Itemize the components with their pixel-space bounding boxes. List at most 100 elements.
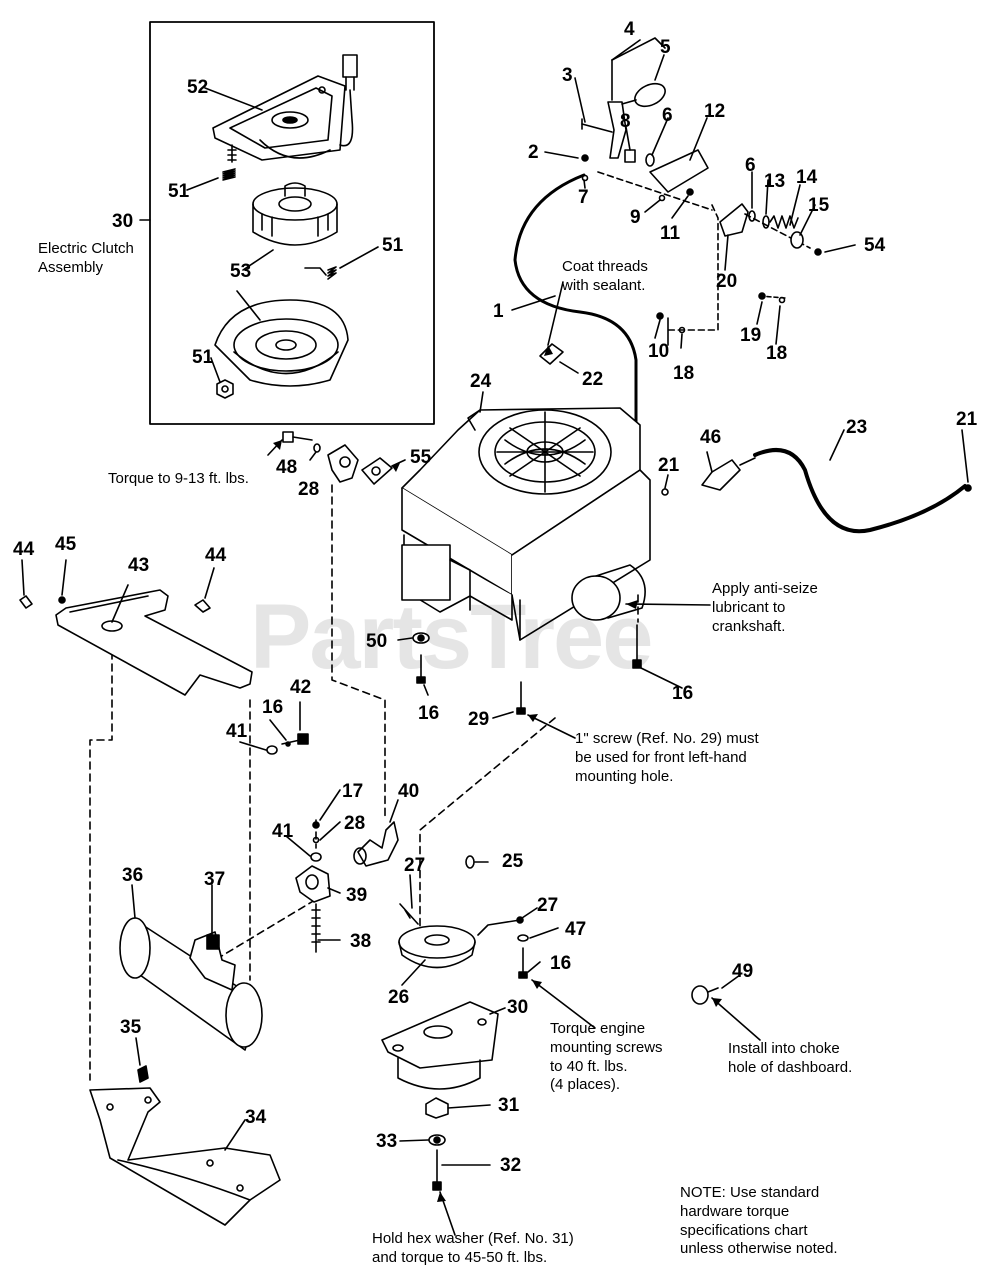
part-label-53: 53 <box>230 261 252 282</box>
part-label-44-right: 44 <box>205 545 227 566</box>
part-label-41-lower: 41 <box>272 821 294 842</box>
part-label-22: 22 <box>582 369 604 390</box>
arrow-heads <box>273 345 722 1202</box>
note-anti-seize: Apply anti-seize lubricant to crankshaft… <box>712 580 818 635</box>
fuel-line-drawing <box>661 448 972 540</box>
part-label-1: 1 <box>493 301 504 322</box>
part-label-33: 33 <box>376 1131 398 1152</box>
part-label-21-right: 21 <box>956 409 978 430</box>
note-torque-engine: Torque engine mounting screws to 40 ft. … <box>550 1020 663 1094</box>
part-label-15: 15 <box>808 195 830 216</box>
part-label-16-shield: 16 <box>262 697 284 718</box>
part-label-6-right: 6 <box>745 155 756 176</box>
heat-shield-drawing <box>19 589 253 696</box>
part-label-7: 7 <box>578 187 589 208</box>
part-label-16-engine-left: 16 <box>418 703 440 724</box>
part-label-4: 4 <box>624 19 635 40</box>
clutch-bracket-spring-drawing <box>304 266 337 280</box>
choke-plug-drawing <box>691 985 719 1005</box>
part-label-28-lower: 28 <box>344 813 366 834</box>
part-label-32: 32 <box>500 1155 522 1176</box>
part-label-36: 36 <box>122 865 144 886</box>
part-label-18-left: 18 <box>673 363 695 384</box>
part-label-27-right: 27 <box>537 895 559 916</box>
part-label-54: 54 <box>864 235 886 256</box>
part-label-29: 29 <box>468 709 490 730</box>
clutch-rotor-drawing <box>252 182 338 246</box>
part-label-50: 50 <box>366 631 388 652</box>
part-label-18-right: 18 <box>766 343 788 364</box>
engine-drawing <box>401 407 651 641</box>
note-coat-threads: Coat threads with sealant. <box>562 258 648 294</box>
part-label-6-upper: 6 <box>662 105 673 126</box>
part-label-2: 2 <box>528 142 539 163</box>
part-label-44-left: 44 <box>13 539 35 560</box>
watermark: PartsTree <box>250 586 653 688</box>
part-label-40: 40 <box>398 781 420 802</box>
manifold-parts-drawing <box>282 431 393 485</box>
part-label-51-bottom: 51 <box>192 347 214 368</box>
assembly-dashed-lines <box>89 484 639 1081</box>
lower-shield-drawing <box>89 1065 281 1226</box>
throttle-linkage-drawing <box>581 37 822 346</box>
part-label-37: 37 <box>204 869 226 890</box>
part-label-43: 43 <box>128 555 150 576</box>
part-label-8: 8 <box>620 111 631 132</box>
part-label-12: 12 <box>704 101 726 122</box>
part-label-34: 34 <box>245 1107 267 1128</box>
throttle-cable-drawing <box>513 173 638 472</box>
part-label-16-pulley: 16 <box>550 953 572 974</box>
note-hold-hex-washer: Hold hex washer (Ref. No. 31) and torque… <box>372 1230 574 1266</box>
part-label-19: 19 <box>740 325 762 346</box>
part-label-52: 52 <box>187 77 209 98</box>
part-label-35: 35 <box>120 1017 142 1038</box>
clutch-inset-frame <box>149 21 435 425</box>
part-label-30-lower: 30 <box>507 997 529 1018</box>
part-label-24: 24 <box>470 371 492 392</box>
note-install-choke: Install into choke hole of dashboard. <box>728 1040 853 1076</box>
muffler-clamp-parts-drawing <box>295 821 399 953</box>
clutch-field-plate-drawing <box>212 54 358 163</box>
part-label-47: 47 <box>565 919 587 940</box>
pulley-drawing <box>398 855 529 979</box>
part-label-42: 42 <box>290 677 312 698</box>
part-label-5: 5 <box>660 37 671 58</box>
lower-clutch-drawing <box>381 1001 499 1191</box>
part-label-38: 38 <box>350 931 372 952</box>
part-label-41-upper: 41 <box>226 721 248 742</box>
note-torque-9-13: Torque to 9-13 ft. lbs. <box>108 470 249 487</box>
part-label-16-engine-right: 16 <box>672 683 694 704</box>
part-label-28-upper: 28 <box>298 479 320 500</box>
part-label-23: 23 <box>846 417 868 438</box>
part-label-30-inset: 30 <box>112 211 134 232</box>
part-label-39: 39 <box>346 885 368 906</box>
part-label-11: 11 <box>660 223 681 244</box>
part-label-20: 20 <box>716 271 738 292</box>
part-label-17: 17 <box>342 781 364 802</box>
part-label-51-mid: 51 <box>382 235 404 256</box>
note-standard-torque: NOTE: Use standard hardware torque speci… <box>680 1184 838 1258</box>
part-label-13: 13 <box>764 171 786 192</box>
part-label-49: 49 <box>732 961 754 982</box>
clutch-spring-drawing <box>222 168 236 181</box>
part-label-51-top: 51 <box>168 181 190 202</box>
shield-hardware-drawing <box>266 733 309 755</box>
part-label-3: 3 <box>562 65 573 86</box>
leader-lines <box>21 39 969 1236</box>
part-label-46: 46 <box>700 427 722 448</box>
note-electric-clutch-assembly: Electric Clutch Assembly <box>38 240 134 276</box>
muffler-drawing <box>119 917 263 1051</box>
part-label-21-left: 21 <box>658 455 680 476</box>
part-label-55: 55 <box>410 447 432 468</box>
part-label-25: 25 <box>502 851 524 872</box>
clutch-nut-drawing <box>216 379 234 399</box>
note-screw-29: 1" screw (Ref. No. 29) must be used for … <box>575 730 759 785</box>
part-label-27-left: 27 <box>404 855 426 876</box>
part-label-10: 10 <box>648 341 670 362</box>
part-label-26: 26 <box>388 987 410 1008</box>
clutch-armature-drawing <box>214 299 349 387</box>
part-label-48: 48 <box>276 457 298 478</box>
part-label-31: 31 <box>498 1095 520 1116</box>
